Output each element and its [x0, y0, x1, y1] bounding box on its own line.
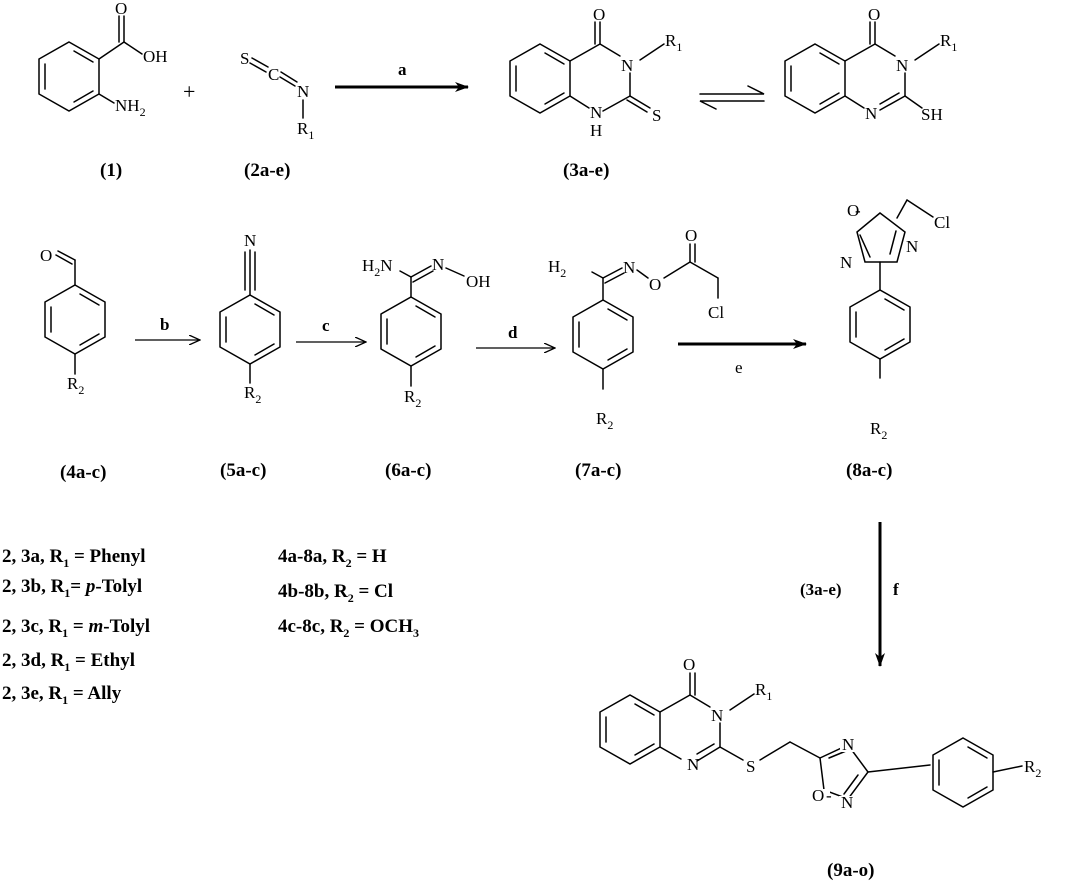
compound-1-structure: O OH NH2 [38, 0, 168, 119]
atom-label: N [297, 82, 309, 101]
atom-label: R1 [665, 31, 682, 54]
compound-4-structure: O R2 [40, 246, 106, 397]
compound-7-structure: H2 N O O Cl R2 [548, 226, 724, 432]
compound-label-6: (6a-c) [385, 460, 431, 481]
atom-label: OH [466, 272, 491, 291]
atom-label: N [244, 231, 256, 250]
compound-8-structure: O - N N Cl R2 [838, 199, 950, 442]
compound-2-structure: S C N R1 [240, 49, 314, 142]
compound-3-thiol-structure: O N N SH R1 [784, 5, 957, 124]
compound-label-3: (3a-e) [563, 160, 609, 181]
atom-label: N [906, 237, 918, 256]
compound-label-8: (8a-c) [846, 460, 892, 481]
atom-label: S [240, 49, 249, 68]
atom-label: O [847, 201, 859, 220]
legend-line: 4a-8a, R2 = H [278, 546, 387, 570]
plus-sign: + [183, 79, 195, 104]
atom-label: - [826, 786, 832, 805]
compound-label-1: (1) [100, 160, 122, 181]
atom-label: N [865, 104, 877, 123]
atom-label: R1 [297, 119, 314, 142]
atom-label: O [812, 786, 824, 805]
reagent-e-label: e [735, 358, 743, 377]
atom-label: H2 [548, 257, 566, 280]
atom-label: OH [143, 47, 168, 66]
legend-line: 2, 3b, R1= p-Tolyl [2, 576, 142, 600]
legend-line: 2, 3d, R1 = Ethyl [2, 650, 135, 674]
atom-label: S [652, 106, 661, 125]
atom-label: O [40, 246, 52, 265]
compound-5-structure: N R2 [219, 231, 281, 406]
atom-label: R2 [596, 409, 613, 432]
atom-label: N [590, 103, 602, 122]
atom-label: O [593, 5, 605, 24]
reagent-b-label: b [160, 315, 169, 334]
legend-line: 2, 3a, R1 = Phenyl [2, 546, 146, 570]
atom-label: N [621, 56, 633, 75]
reagent-a-label: a [398, 60, 407, 79]
reagent-d-label: d [508, 323, 518, 342]
atom-label: NH2 [115, 96, 146, 119]
atom-label: SH [921, 105, 943, 124]
atom-label: R1 [755, 680, 772, 703]
atom-label: N [842, 735, 854, 754]
compound-label-5: (5a-c) [220, 460, 266, 481]
atom-label: O [683, 655, 695, 674]
atom-label: Cl [934, 213, 950, 232]
reagent-f-reference: (3a-e) [800, 580, 842, 599]
atom-label: O [685, 226, 697, 245]
reagent-c-label: c [322, 316, 330, 335]
atom-label: R2 [404, 387, 421, 410]
atom-label: R1 [940, 31, 957, 54]
legend-line: 2, 3c, R1 = m-Tolyl [2, 616, 150, 640]
equilibrium-arrows [699, 85, 765, 110]
atom-label: N [711, 706, 723, 725]
atom-label: H2N [362, 256, 393, 279]
atom-label: N [623, 258, 635, 277]
atom-label: N [687, 755, 699, 774]
atom-label: C [268, 65, 279, 84]
legend-line: 4b-8b, R2 = Cl [278, 581, 393, 605]
atom-label: H [590, 121, 602, 140]
atom-label: R2 [67, 374, 84, 397]
compound-label-4: (4a-c) [60, 462, 106, 483]
atom-label: N [840, 253, 852, 272]
compound-label-7: (7a-c) [575, 460, 621, 481]
atom-label: R2 [870, 419, 887, 442]
atom-label: S [746, 757, 755, 776]
atom-label: N [841, 793, 853, 812]
atom-label: O [115, 0, 127, 18]
atom-label: O [649, 275, 661, 294]
compound-label-9: (9a-o) [827, 860, 874, 881]
atom-label: Cl [708, 303, 724, 322]
atom-label: R2 [244, 383, 261, 406]
r2-substituent-legend: 4a-8a, R2 = H 4b-8b, R2 = Cl 4c-8c, R2 =… [278, 546, 419, 640]
compound-6-structure: H2N N OH R2 [362, 255, 491, 410]
r1-substituent-legend: 2, 3a, R1 = Phenyl 2, 3b, R1= p-Tolyl 2,… [2, 546, 150, 707]
compound-9-structure: O N N R1 S N O - N R2 [599, 655, 1041, 812]
atom-label: R2 [1024, 757, 1041, 780]
compound-label-2: (2a-e) [244, 160, 290, 181]
reagent-f-label: f [893, 580, 899, 599]
legend-line: 2, 3e, R1 = Ally [2, 683, 122, 707]
compound-3-thione-structure: O N N H S R1 [509, 5, 682, 140]
atom-label: O [868, 5, 880, 24]
atom-label: N [432, 255, 444, 274]
atom-label: - [855, 201, 861, 220]
legend-line: 4c-8c, R2 = OCH3 [278, 616, 419, 640]
atom-label: N [896, 56, 908, 75]
